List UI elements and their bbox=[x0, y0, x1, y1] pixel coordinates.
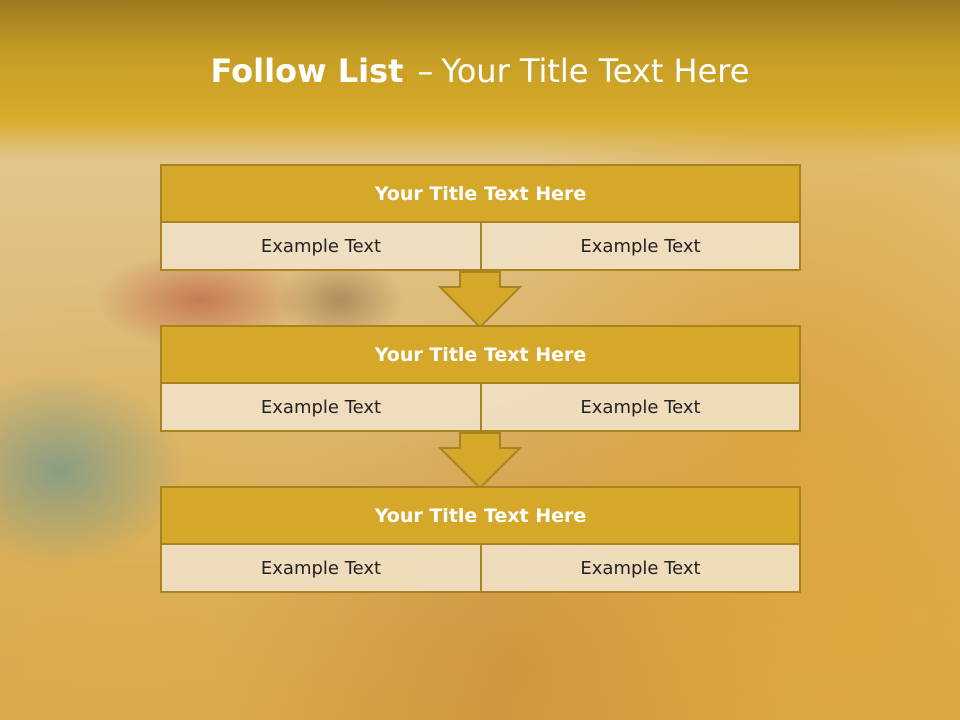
down-arrow-icon bbox=[438, 432, 522, 490]
down-arrow-icon bbox=[438, 271, 522, 329]
step-block-2: Your Title Text Here Example Text Exampl… bbox=[160, 325, 801, 432]
step-2-left-cell[interactable]: Example Text bbox=[160, 382, 482, 432]
step-2-right-cell[interactable]: Example Text bbox=[480, 382, 801, 432]
title-separator: – bbox=[417, 52, 434, 90]
slide-title: Follow List–Your Title Text Here bbox=[0, 52, 960, 90]
step-1-right-cell[interactable]: Example Text bbox=[480, 221, 801, 271]
step-3-title[interactable]: Your Title Text Here bbox=[160, 486, 801, 545]
step-2-title[interactable]: Your Title Text Here bbox=[160, 325, 801, 384]
step-block-3: Your Title Text Here Example Text Exampl… bbox=[160, 486, 801, 593]
step-1-left-cell[interactable]: Example Text bbox=[160, 221, 482, 271]
step-block-1: Your Title Text Here Example Text Exampl… bbox=[160, 164, 801, 271]
title-rest: Your Title Text Here bbox=[441, 52, 750, 90]
step-1-title[interactable]: Your Title Text Here bbox=[160, 164, 801, 223]
step-3-right-cell[interactable]: Example Text bbox=[480, 543, 801, 593]
step-3-left-cell[interactable]: Example Text bbox=[160, 543, 482, 593]
title-bold-part: Follow List bbox=[210, 52, 404, 90]
header-band bbox=[0, 0, 960, 160]
